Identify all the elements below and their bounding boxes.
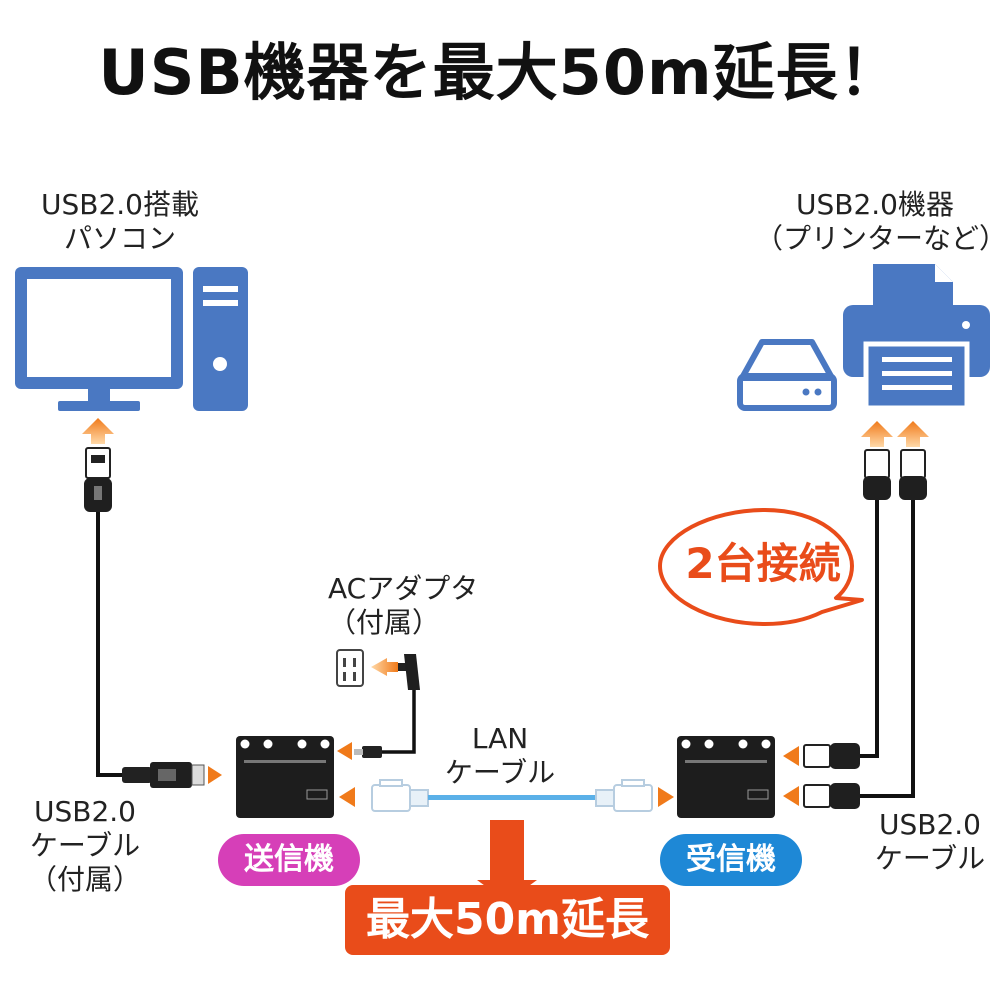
pc-tower-icon xyxy=(193,267,248,411)
ac-adapter-label-line2: （付属） xyxy=(328,606,441,639)
dc-plug xyxy=(354,746,382,758)
arrow-up-drive-icon xyxy=(861,421,893,447)
device-label-line2: （プリンターなど） xyxy=(755,222,1000,255)
lan-label-line2: ケーブル xyxy=(444,756,556,789)
pc-label: USB2.0搭載 パソコン xyxy=(20,188,220,256)
arrow-left-usb2-icon xyxy=(783,786,799,806)
pc-label-line1: USB2.0搭載 xyxy=(40,188,199,221)
arrow-down-extension-icon xyxy=(477,820,537,902)
arrow-right-usb-icon xyxy=(208,766,222,784)
usb-plug-receiver-1 xyxy=(803,743,860,769)
transmitter-label: 送信機 xyxy=(218,834,360,886)
lan-cable-line xyxy=(428,795,596,800)
arrow-left-ac-icon xyxy=(371,658,398,676)
lan-connector-right xyxy=(595,779,653,812)
usb-left-line2: ケーブル xyxy=(29,829,141,862)
lan-label-line1: LAN xyxy=(471,722,529,755)
device-label-line1: USB2.0機器 xyxy=(795,188,954,221)
usb-cable-right-1 xyxy=(860,498,879,758)
usb-b-plug xyxy=(122,762,205,788)
ac-adapter-label: ACアダプタ （付属） xyxy=(328,572,488,640)
lan-cable-label: LAN ケーブル xyxy=(430,722,570,790)
arrow-left-dc-icon xyxy=(337,742,352,760)
transmitter-unit xyxy=(236,736,334,818)
receiver-label: 受信機 xyxy=(660,834,802,886)
usb-right-line2: ケーブル xyxy=(874,842,986,875)
usb-right-line1: USB2.0 xyxy=(878,808,981,841)
usb-plug-drive xyxy=(863,449,891,500)
usb-cable-right-2 xyxy=(860,498,915,798)
extension-badge: 最大50m延長 xyxy=(345,885,670,955)
usb-plug-printer xyxy=(899,449,927,500)
arrow-up-pc-icon xyxy=(82,418,114,444)
ac-cable xyxy=(380,690,416,754)
ac-adapter-plug xyxy=(398,654,420,690)
callout-text: 2台接続 xyxy=(685,539,841,588)
callout-bubble xyxy=(658,508,864,626)
ac-outlet-icon xyxy=(336,649,364,687)
ac-adapter-label-line1: ACアダプタ xyxy=(328,572,479,605)
usb-cable-right-label: USB2.0 ケーブル xyxy=(862,808,998,876)
receiver-unit xyxy=(677,736,775,818)
usb-cable-left xyxy=(96,512,122,777)
usb-cable-left-label: USB2.0 ケーブル （付属） xyxy=(10,795,160,897)
arrow-right-lan-icon xyxy=(658,787,674,807)
arrow-up-printer-icon xyxy=(897,421,929,447)
usb-plug-receiver-2 xyxy=(803,783,860,809)
usb-left-line3: （付属） xyxy=(28,863,141,896)
pc-label-line2: パソコン xyxy=(63,222,176,255)
printer-icon xyxy=(843,264,990,411)
page-title: USB機器を最大50m延長！ xyxy=(98,36,902,109)
monitor-icon xyxy=(15,267,183,411)
arrow-left-lan-icon xyxy=(339,787,355,807)
usb-plug-pc xyxy=(84,447,112,512)
hard-drive-icon xyxy=(737,339,837,411)
usb-left-line1: USB2.0 xyxy=(33,795,136,828)
device-label: USB2.0機器 （プリンターなど） xyxy=(755,188,1000,256)
lan-connector-left xyxy=(371,779,429,812)
arrow-left-usb1-icon xyxy=(783,746,799,766)
